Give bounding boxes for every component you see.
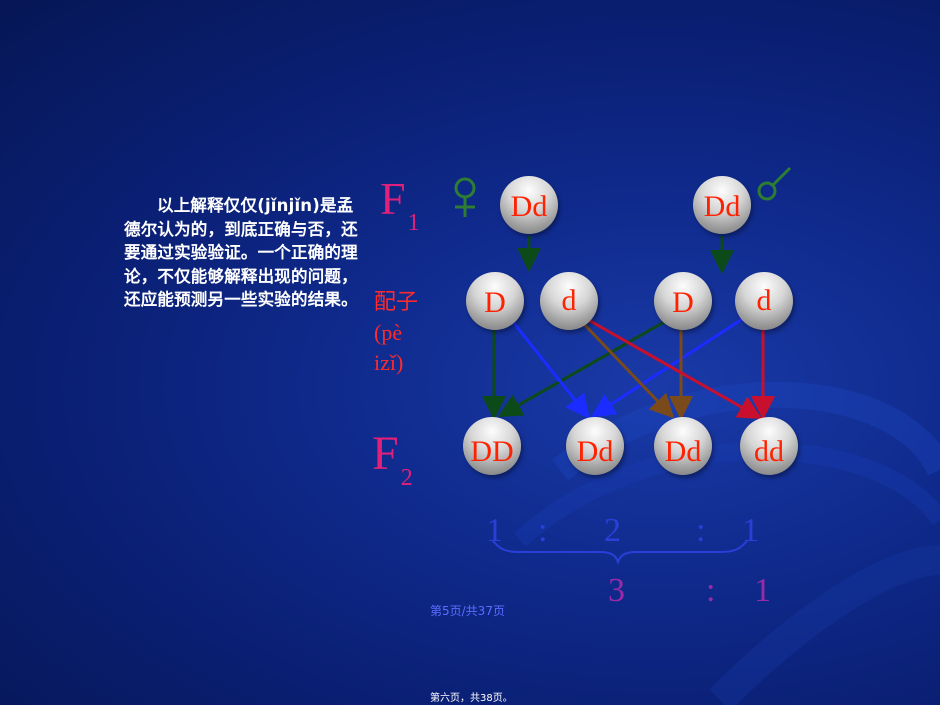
gamete-ball (466, 272, 524, 330)
parent-male-ball (693, 176, 751, 234)
f1-label: F1 (380, 173, 420, 236)
gamete-ball (735, 272, 793, 330)
ratio-separator: : (706, 572, 716, 609)
offspring-ball (566, 417, 624, 475)
ratio-brace (492, 540, 748, 566)
ratio-value: 3 (608, 572, 625, 609)
ratio-value: 1 (754, 572, 771, 609)
ratio-value: 2 (604, 512, 621, 549)
ratio-value: 1 (742, 512, 759, 549)
offspring-genotype: DD (470, 435, 514, 468)
page-indicator-overlay: 第5页/共37页 (430, 604, 505, 618)
gamete-allele: D (484, 286, 506, 319)
gamete-ball (654, 272, 712, 330)
ratio-separator: : (696, 512, 706, 549)
offspring-genotype: dd (754, 435, 784, 468)
f2-label: F2 (372, 427, 413, 491)
explanation-paragraph: 以上解释仅仅(jǐnjǐn)是孟德尔认为的，到底正确与否，还要通过实验验证。一个… (124, 196, 358, 310)
offspring-genotype: Dd (576, 435, 614, 468)
offspring-ball (463, 417, 521, 475)
gamete-allele: d (756, 284, 772, 317)
gamete-allele: D (672, 286, 694, 319)
female-symbol-icon (454, 177, 476, 217)
parent-female-genotype: Dd (510, 190, 548, 223)
ratio-value: 1 (486, 512, 503, 549)
page-indicator-bottom: 第六页，共38页。 (430, 693, 513, 704)
gamete-pinyin-2: izǐ) (374, 350, 404, 375)
parent-male-genotype: Dd (703, 190, 741, 223)
gamete-label-chinese: 配子 (374, 290, 419, 315)
offspring-ball (654, 417, 712, 475)
parent-female-ball (500, 176, 558, 234)
gamete-label: 配子 (pè izǐ) (374, 288, 418, 378)
offspring-genotype: Dd (664, 435, 702, 468)
gamete-ball (540, 272, 598, 330)
ratio-separator: : (538, 512, 548, 549)
gamete-pinyin-1: (pè (374, 320, 403, 345)
gamete-allele: d (561, 284, 577, 317)
male-symbol-icon (757, 166, 792, 201)
offspring-ball (740, 417, 798, 475)
